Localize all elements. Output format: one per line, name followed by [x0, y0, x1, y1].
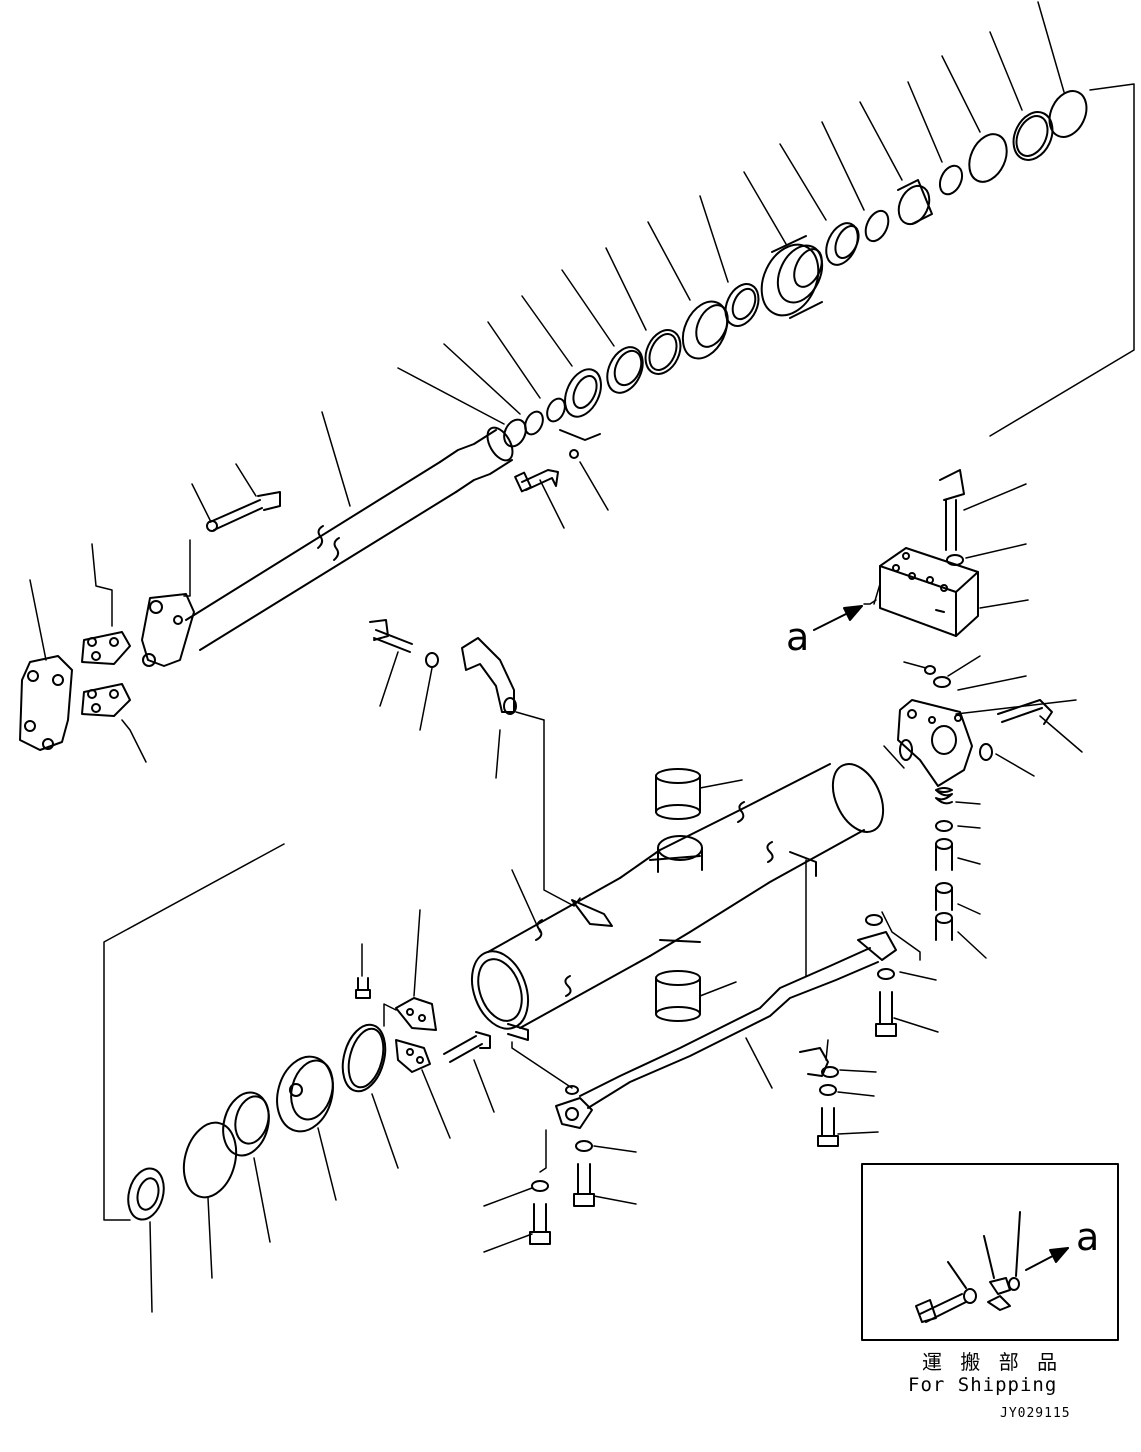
shipping-inset: [862, 1164, 1118, 1340]
piston-assembly: [123, 1020, 392, 1224]
gland-bushing: [500, 235, 831, 458]
spring-check-parts: [936, 788, 952, 940]
piston-rod: [142, 423, 518, 666]
view-arrow-main: [814, 606, 862, 630]
piston-nut-halves: [356, 978, 490, 1072]
view-label-a: a: [786, 615, 810, 659]
hydraulic-pipe: [556, 915, 896, 1128]
valve-block: [880, 470, 978, 636]
trunnion-bushings: [656, 769, 700, 1021]
split-flange: [20, 632, 130, 750]
pipe-clamp-bolts: [530, 969, 896, 1244]
bracket-upper: [370, 620, 516, 714]
drawing-number: JY029115: [1000, 1406, 1071, 1421]
leader-lines: [30, 2, 1134, 1312]
relief-valve-body: [898, 666, 1052, 786]
cylinder-tube: [462, 756, 893, 1040]
rod-seal-rings: [820, 85, 1094, 270]
inset-caption-japanese: 運 搬 部 品: [922, 1350, 1064, 1374]
inset-view-label-a: a: [1076, 1215, 1100, 1259]
bolt-upper-right: [515, 470, 558, 491]
inset-caption-english: For Shipping: [908, 1374, 1058, 1396]
